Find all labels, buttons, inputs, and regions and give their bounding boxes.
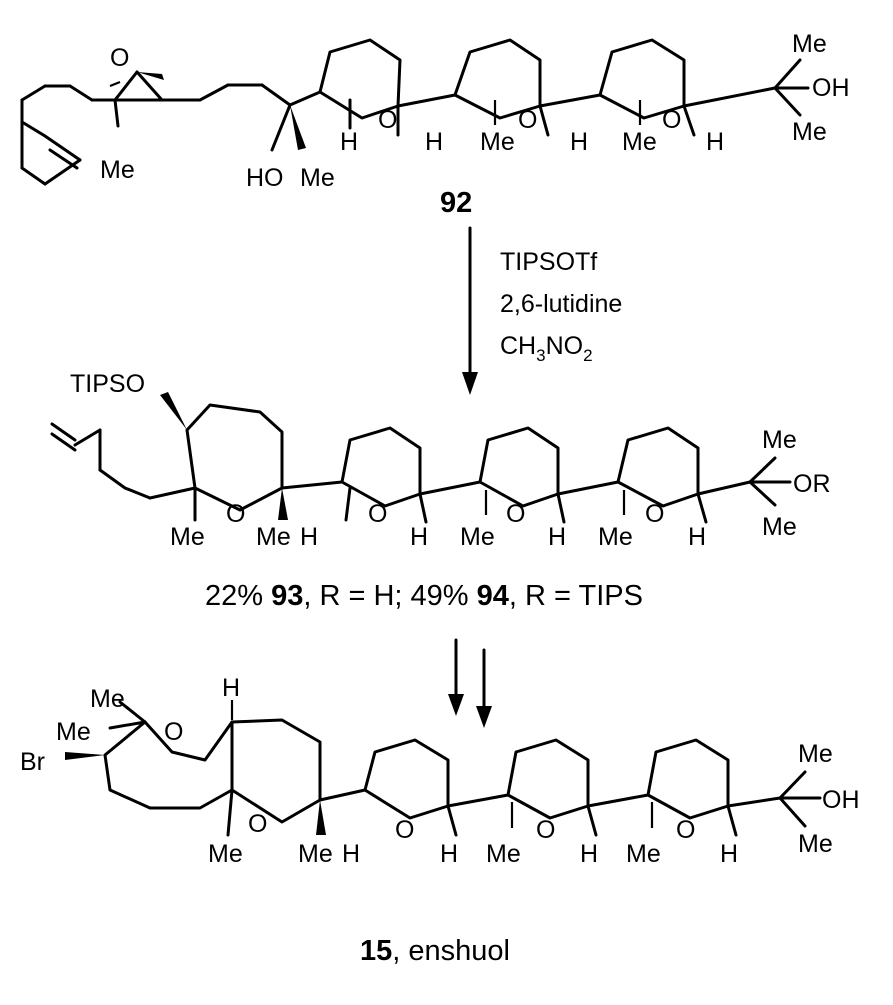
methyl-label: Me xyxy=(762,513,797,541)
hydrogen-label: H xyxy=(342,840,360,868)
multistep-arrows xyxy=(448,638,492,728)
hydrogen-label: H xyxy=(222,674,240,702)
hydrogen-label: H xyxy=(410,523,428,551)
hydroxyl-label: HO xyxy=(246,164,284,192)
hydrogen-label: H xyxy=(580,840,598,868)
methyl-label: Me xyxy=(626,840,661,868)
hydrogen-label: H xyxy=(720,840,738,868)
methyl-label: Me xyxy=(792,30,827,58)
epoxide-oxygen: O xyxy=(110,44,129,72)
silyl-ether-label: TIPSO xyxy=(70,370,145,398)
compound-15-structure xyxy=(65,700,822,837)
reagent-line-1: TIPSOTf xyxy=(500,248,597,276)
methyl-label: Me xyxy=(792,118,827,146)
ring-oxygen: O xyxy=(248,810,267,838)
methyl-label: Me xyxy=(762,426,797,454)
ring-oxygen: O xyxy=(506,500,525,528)
ring-oxygen: O xyxy=(536,816,555,844)
ring-oxygen: O xyxy=(164,718,183,746)
methyl-label: Me xyxy=(460,523,495,551)
ring-oxygen: O xyxy=(368,500,387,528)
ring-oxygen: O xyxy=(676,816,695,844)
compound-15-caption: 15, enshuol xyxy=(360,935,510,967)
methyl-label: Me xyxy=(100,156,135,184)
hydrogen-label: H xyxy=(570,128,588,156)
methyl-label: Me xyxy=(56,718,91,746)
reaction-arrow xyxy=(462,226,478,395)
ring-oxygen: O xyxy=(395,816,414,844)
reagent-line-3: CH3NO2 xyxy=(500,332,593,365)
methyl-label: Me xyxy=(208,840,243,868)
methyl-label: Me xyxy=(90,685,125,713)
compound-93-94-structure xyxy=(50,392,792,524)
ring-oxygen: O xyxy=(645,500,664,528)
methyl-label: Me xyxy=(798,830,833,858)
reagent-line-2: 2,6-lutidine xyxy=(500,290,622,318)
hydrogen-label: H xyxy=(688,523,706,551)
methyl-label: Me xyxy=(298,840,333,868)
bromine-label: Br xyxy=(20,748,45,776)
hydrogen-label: H xyxy=(340,128,358,156)
yield-caption: 22% 93, R = H; 49% 94, R = TIPS xyxy=(205,580,643,612)
ring-oxygen: O xyxy=(378,106,397,134)
hydroxyl-label: OH xyxy=(822,786,860,814)
hydrogen-label: H xyxy=(706,128,724,156)
methyl-label: Me xyxy=(256,523,291,551)
compound-label-92: 92 xyxy=(440,187,472,219)
methyl-label: Me xyxy=(622,128,657,156)
methyl-label: Me xyxy=(486,840,521,868)
ring-oxygen: O xyxy=(518,106,537,134)
ring-oxygen: O xyxy=(662,106,681,134)
hydroxyl-label: OH xyxy=(812,74,850,102)
ring-oxygen: O xyxy=(226,500,245,528)
methyl-label: Me xyxy=(480,128,515,156)
methyl-label: Me xyxy=(170,523,205,551)
methyl-label: Me xyxy=(300,164,335,192)
alkoxy-label: OR xyxy=(793,470,831,498)
hydrogen-label: H xyxy=(440,840,458,868)
compound-92-structure xyxy=(20,38,810,186)
hydrogen-label: H xyxy=(548,523,566,551)
methyl-label: Me xyxy=(798,740,833,768)
hydrogen-label: H xyxy=(300,523,318,551)
methyl-label: Me xyxy=(598,523,633,551)
hydrogen-label: H xyxy=(425,128,443,156)
